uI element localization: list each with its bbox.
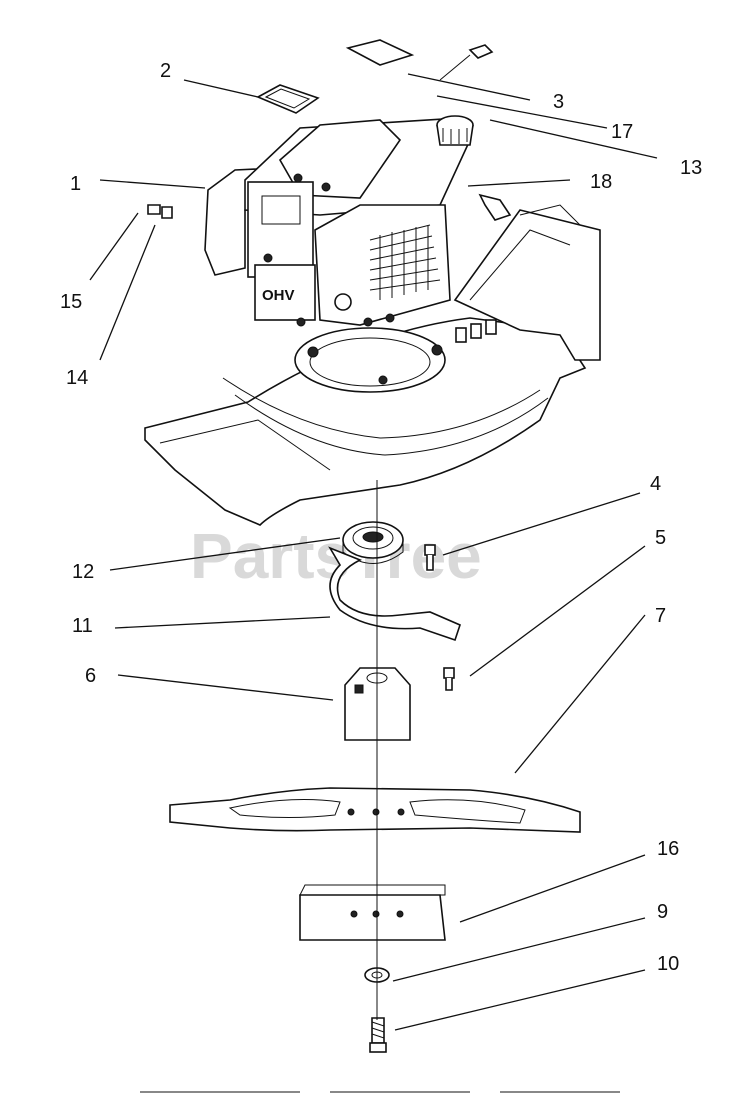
callout-17: 17 bbox=[611, 121, 633, 143]
rear-chute bbox=[453, 204, 601, 361]
bearing-bracket bbox=[328, 546, 461, 642]
callout-14: 14 bbox=[66, 367, 88, 389]
callout-7: 7 bbox=[655, 605, 666, 627]
bolt-5 bbox=[443, 667, 455, 691]
blade-stiffener bbox=[299, 884, 446, 941]
callout-1: 1 bbox=[70, 173, 81, 195]
callout-labels: 1 2 3 4 5 6 7 9 10 11 12 13 14 15 16 17 … bbox=[60, 60, 702, 975]
screw-15 bbox=[147, 204, 161, 215]
decal bbox=[345, 39, 415, 66]
engine: OHV bbox=[204, 117, 497, 343]
callout-6: 6 bbox=[85, 665, 96, 687]
handle-bracket bbox=[478, 193, 512, 221]
callout-16: 16 bbox=[657, 838, 679, 860]
mower-deck bbox=[144, 317, 587, 526]
nut-14 bbox=[161, 206, 173, 219]
callout-9: 9 bbox=[657, 901, 668, 923]
callout-15: 15 bbox=[60, 291, 82, 313]
primer-bulb bbox=[439, 44, 494, 81]
callout-3: 3 bbox=[553, 91, 564, 113]
callout-18: 18 bbox=[590, 171, 612, 193]
callout-13: 13 bbox=[680, 157, 702, 179]
blade-bolt bbox=[369, 1017, 387, 1053]
callout-2: 2 bbox=[160, 60, 171, 82]
engine-badge: OHV bbox=[262, 287, 295, 304]
callout-4: 4 bbox=[650, 473, 661, 495]
mower-blade bbox=[169, 787, 581, 833]
fuel-cap bbox=[436, 115, 474, 146]
callout-12: 12 bbox=[72, 561, 94, 583]
callout-10: 10 bbox=[657, 953, 679, 975]
engine-cooling-grille bbox=[369, 224, 441, 300]
callout-11: 11 bbox=[72, 615, 93, 637]
air-filter-gasket bbox=[256, 84, 320, 114]
leader-lines bbox=[89, 73, 658, 1031]
flange-bearing bbox=[342, 521, 404, 564]
bolt-4 bbox=[424, 544, 436, 571]
callout-5: 5 bbox=[655, 527, 666, 549]
